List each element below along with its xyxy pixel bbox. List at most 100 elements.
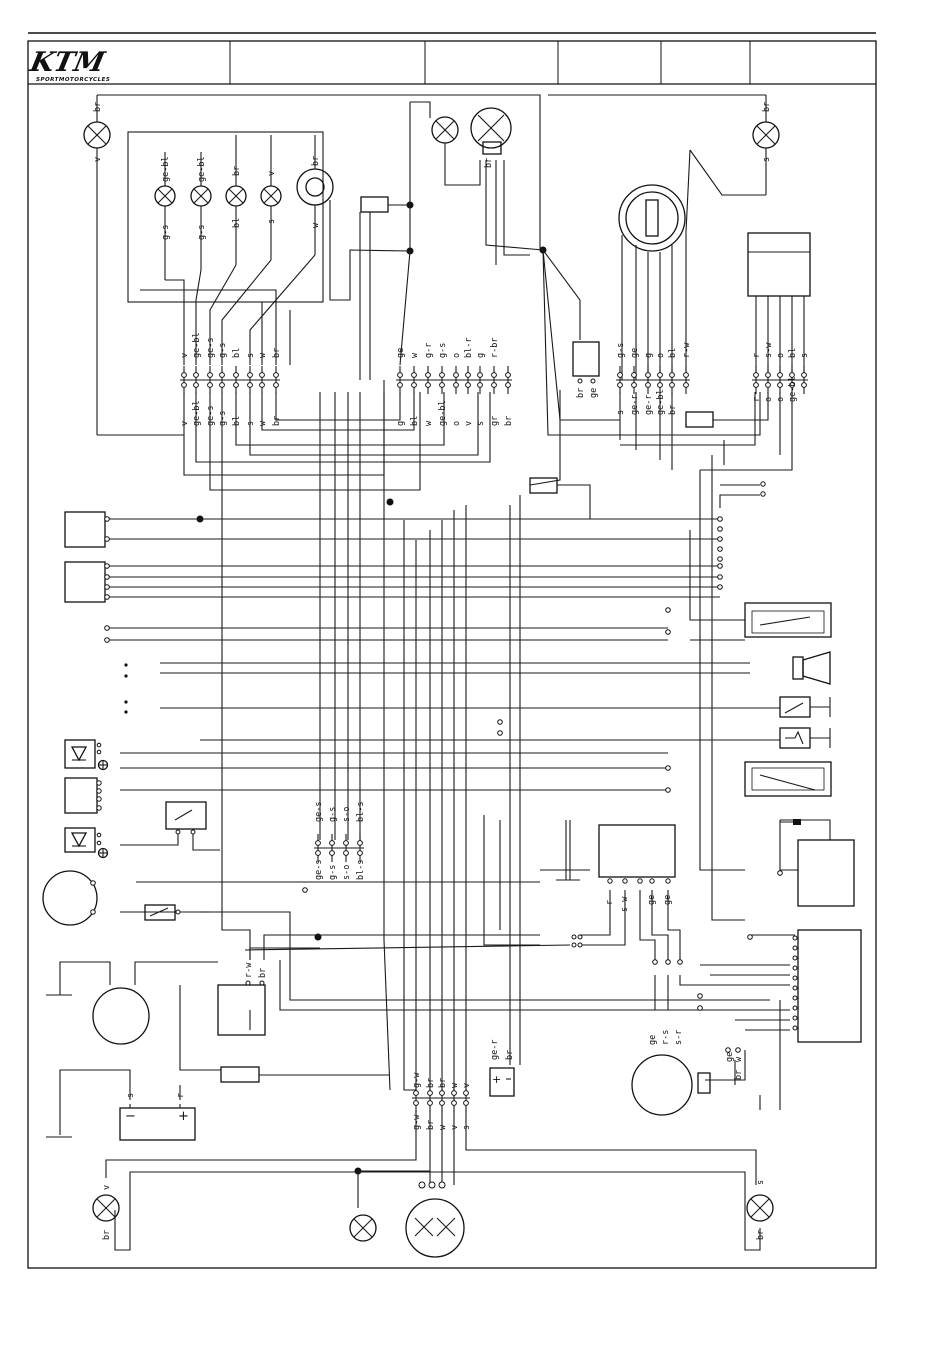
connector-pin bbox=[343, 850, 349, 856]
connector-label: g-s bbox=[438, 343, 448, 358]
lamp-bottom-left: v br bbox=[92, 1185, 120, 1240]
connector-label: s-w bbox=[764, 342, 774, 358]
connector-label: g-s bbox=[218, 343, 228, 358]
connector-label: v bbox=[462, 1083, 472, 1088]
lamp-top-left: br v bbox=[83, 95, 111, 435]
connector-pin bbox=[777, 382, 783, 388]
connector-pin bbox=[181, 372, 187, 378]
connector-pin bbox=[413, 1090, 419, 1096]
connector-pin bbox=[725, 1047, 731, 1053]
connector-label: v bbox=[180, 421, 190, 426]
connector-label: bl bbox=[232, 348, 242, 358]
connector-label: s bbox=[476, 421, 486, 426]
connector-pin bbox=[497, 730, 503, 736]
connector-label: w bbox=[258, 420, 268, 426]
connector-pin bbox=[665, 607, 671, 613]
connector-pin bbox=[665, 787, 671, 793]
lamp-top-right: br s bbox=[752, 95, 780, 195]
connector-pin bbox=[665, 629, 671, 635]
connector-pin bbox=[631, 382, 637, 388]
connector-pin bbox=[792, 955, 798, 961]
connector-pin bbox=[571, 934, 577, 940]
connector-pin bbox=[669, 372, 675, 378]
connector-pin bbox=[657, 382, 663, 388]
terminal-label: w bbox=[734, 1056, 744, 1062]
headlamp-bottom bbox=[405, 1181, 465, 1258]
connector-pin bbox=[717, 546, 723, 552]
connector-pin bbox=[717, 563, 723, 569]
connector-pin bbox=[765, 382, 771, 388]
connector-pin bbox=[665, 765, 671, 771]
battery-label: s bbox=[126, 1093, 136, 1098]
battery: − + s r bbox=[119, 1093, 196, 1141]
connector-label: w bbox=[424, 420, 434, 426]
connector-label: v bbox=[180, 353, 190, 358]
connector-pin bbox=[677, 959, 683, 965]
connector-label: br bbox=[504, 416, 514, 426]
connector-label: s bbox=[462, 1125, 472, 1130]
connector-pin bbox=[792, 1015, 798, 1021]
lamp-label: br bbox=[576, 388, 586, 398]
misc-labels: r s-w ge ge ge-r br ge r-s s-r ge w br bbox=[490, 895, 744, 1080]
connector-pin bbox=[397, 372, 403, 378]
cdi-pin-label: ge bbox=[663, 895, 673, 905]
connector-pin bbox=[219, 372, 225, 378]
cdi-pin-label: ge bbox=[647, 895, 657, 905]
connector-pin bbox=[477, 372, 483, 378]
lamp-label: br bbox=[102, 1230, 112, 1240]
connector-pin bbox=[683, 372, 689, 378]
connector-pin bbox=[439, 382, 445, 388]
connector-label: s-o bbox=[342, 807, 352, 822]
main-fuse bbox=[220, 1066, 260, 1083]
connector-pin bbox=[792, 975, 798, 981]
fuse bbox=[685, 411, 714, 428]
connector-pin bbox=[453, 382, 459, 388]
connector-label: o bbox=[656, 353, 666, 358]
connector-pin bbox=[801, 372, 807, 378]
fuse bbox=[529, 477, 558, 494]
connector-pin bbox=[617, 382, 623, 388]
connector-pin bbox=[451, 1090, 457, 1096]
capacitor: + bbox=[489, 1067, 515, 1097]
connector-pin bbox=[792, 1005, 798, 1011]
connector-pin bbox=[491, 372, 497, 378]
relay-box-1 bbox=[64, 511, 106, 548]
connector-pin bbox=[792, 985, 798, 991]
thermal-switch bbox=[144, 904, 210, 921]
connector-pin bbox=[439, 1090, 445, 1096]
connector-label: r bbox=[752, 397, 762, 402]
connector-pin bbox=[439, 1100, 445, 1106]
neutral-switch bbox=[779, 696, 831, 718]
connector-pin bbox=[789, 372, 795, 378]
battery-label: r bbox=[176, 1093, 186, 1098]
connector-pin bbox=[631, 372, 637, 378]
ignition-switch bbox=[618, 184, 687, 380]
connector-label: s-o bbox=[342, 865, 352, 880]
connector-pin bbox=[505, 382, 511, 388]
connector-pin bbox=[645, 382, 651, 388]
connector-label: bl bbox=[788, 348, 798, 358]
connector-pin bbox=[657, 372, 663, 378]
connector-pin bbox=[357, 850, 363, 856]
lamp-code: s bbox=[267, 219, 277, 224]
lamp-top-center bbox=[431, 116, 459, 144]
connector-pin bbox=[397, 382, 403, 388]
connector-pin bbox=[669, 382, 675, 388]
connector-block-left bbox=[64, 777, 98, 814]
connector-label: ge-s bbox=[206, 406, 216, 426]
battery-minus: − bbox=[125, 1109, 136, 1124]
connector-pin bbox=[425, 372, 431, 378]
headlamp-top-center: br bbox=[470, 107, 512, 168]
connector-pin bbox=[453, 372, 459, 378]
connector-pin bbox=[777, 870, 783, 876]
connector-label: g bbox=[644, 353, 654, 358]
relay-label: br bbox=[258, 968, 268, 978]
diode-module-1 bbox=[64, 739, 109, 771]
connector-label: ge-bl bbox=[192, 400, 202, 426]
connector-label: bl-r bbox=[464, 338, 474, 358]
connector-label: s bbox=[246, 421, 256, 426]
connector-pin bbox=[577, 934, 583, 940]
connector-pin bbox=[491, 382, 497, 388]
connector-pin bbox=[247, 382, 253, 388]
connector-pin bbox=[427, 1100, 433, 1106]
